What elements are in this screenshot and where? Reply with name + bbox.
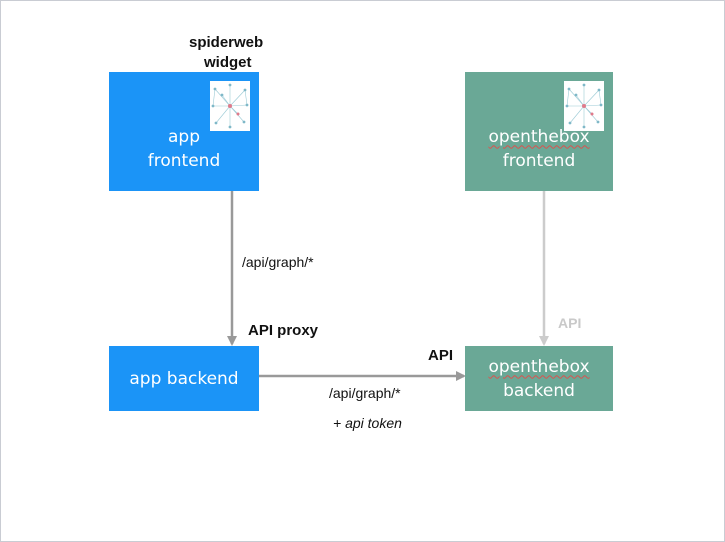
- openthebox-backend-label-line1: openthebox: [488, 356, 590, 377]
- app-frontend-label-line1: app: [168, 126, 200, 147]
- api-token-label: + api token: [333, 415, 402, 431]
- openthebox-frontend-label-line2: frontend: [502, 150, 576, 171]
- openthebox-backend-box: openthebox backend: [465, 346, 613, 411]
- app-backend-label: app backend: [129, 368, 239, 389]
- openthebox-frontend-label-line1: openthebox: [488, 126, 590, 147]
- api-graph-horizontal-label: /api/graph/*: [329, 385, 401, 401]
- spiderweb-label-line2: widget: [204, 54, 252, 71]
- openthebox-backend-label-line2: backend: [503, 380, 575, 401]
- app-frontend-label-line2: frontend: [147, 150, 221, 171]
- api-grey-label: API: [558, 315, 582, 331]
- spiderweb-label-line1: spiderweb: [189, 34, 264, 51]
- spiderweb-graph-icon: [564, 81, 604, 131]
- api-graph-vertical-label: /api/graph/*: [242, 254, 314, 270]
- app-backend-box: app backend: [109, 346, 259, 411]
- api-endpoint-label: API: [428, 347, 454, 364]
- spiderweb-graph-icon: [210, 81, 250, 131]
- api-proxy-label: API proxy: [248, 322, 319, 339]
